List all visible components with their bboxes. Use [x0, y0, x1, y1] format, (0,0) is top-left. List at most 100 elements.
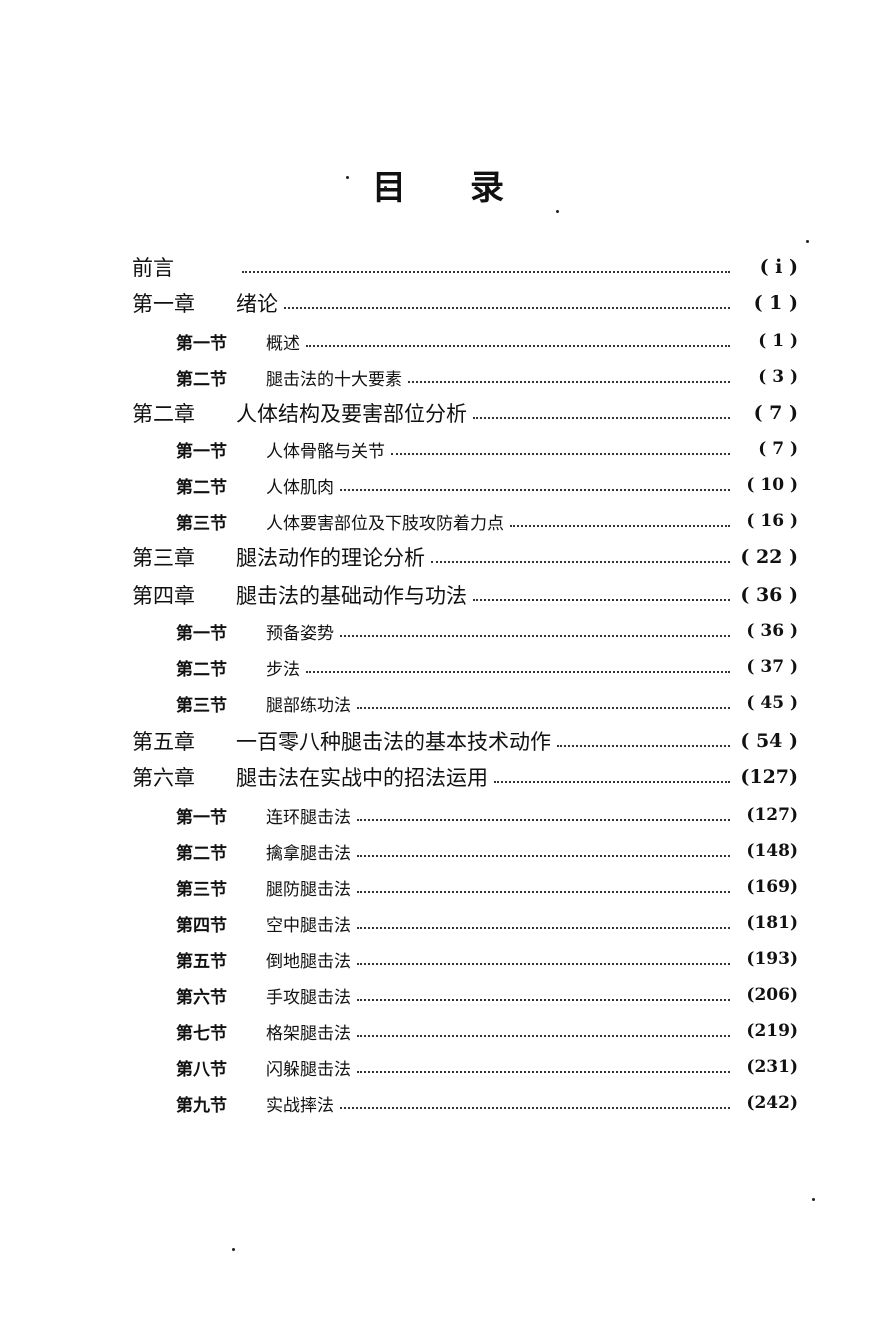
- toc-section-row[interactable]: 第一节预备姿势( 36 ): [176, 614, 798, 648]
- toc-entry-number: 第八节: [176, 1059, 227, 1080]
- dot-leader: [473, 417, 730, 419]
- toc-section-row[interactable]: 第七节格架腿击法(219): [176, 1014, 798, 1048]
- toc-section-row[interactable]: 第一节 连环腿击法 (127): [176, 798, 798, 832]
- toc-section-row[interactable]: 第二节步法( 37 ): [176, 650, 798, 684]
- toc-entry-number: 第一节: [176, 807, 227, 828]
- toc-section-row[interactable]: 第一节人体骨骼与关节( 7 ): [176, 432, 798, 466]
- toc-chapter-row[interactable]: 第三章腿法动作的理论分析( 22 ): [132, 540, 798, 574]
- toc-chapter-row[interactable]: 第一章绪论( 1 ): [132, 286, 798, 320]
- toc-page-number: ( 3 ): [758, 367, 798, 387]
- page-title: 目录: [0, 160, 880, 209]
- toc-entry-number: 前言: [132, 256, 174, 280]
- toc-page-number: (181): [746, 913, 798, 933]
- dot-leader: [306, 671, 730, 673]
- dot-leader: [357, 1071, 730, 1073]
- toc-entry-number: 第四节: [176, 915, 227, 936]
- toc-section-row[interactable]: 第六节 手攻腿击法 (206): [176, 978, 798, 1012]
- toc-entry-title: 人体骨骼与关节: [266, 441, 385, 462]
- toc-entry-number: 第二节: [176, 477, 227, 498]
- toc-entry-number: 第三节: [176, 879, 227, 900]
- toc-page-number: (148): [746, 841, 798, 861]
- toc-entry-title: 连环腿击法: [266, 807, 351, 828]
- toc-section-row[interactable]: 第二节擒拿腿击法(148): [176, 834, 798, 868]
- dot-leader: [357, 1035, 730, 1037]
- toc-entry-title: 手攻腿击法: [266, 987, 351, 1008]
- toc-entry-title: 绪论: [236, 292, 278, 316]
- dot-leader: [557, 745, 730, 747]
- dot-leader: [494, 781, 730, 783]
- scan-speck: [806, 240, 809, 243]
- toc-page-number: ( 7 ): [753, 402, 798, 424]
- toc-section-row[interactable]: 第五节倒地腿击法(193): [176, 942, 798, 976]
- dot-leader: [242, 271, 730, 273]
- toc-entry-title: 腿防腿击法: [266, 879, 351, 900]
- scan-speck: [556, 210, 559, 213]
- toc-page-number: (242): [746, 1093, 798, 1113]
- toc-entry-title: 一百零八种腿击法的基本技术动作: [236, 730, 551, 754]
- toc-chapter-row[interactable]: 第五章 一百零八种腿击法的基本技术动作 ( 54 ): [132, 724, 798, 758]
- toc-chapter-row[interactable]: 第六章 腿击法在实战中的招法运用 (127): [132, 760, 798, 794]
- toc-entry-number: 第六章: [132, 766, 195, 790]
- toc-page-number: (127): [746, 805, 798, 825]
- toc-section-row[interactable]: 第一节概述( 1 ): [176, 324, 798, 358]
- dot-leader: [510, 525, 730, 527]
- toc-section-row[interactable]: 第三节 腿防腿击法 (169): [176, 870, 798, 904]
- toc-page-number: ( 54 ): [740, 730, 798, 752]
- toc-entry-title: 概述: [266, 333, 300, 354]
- toc-page-number: ( 16 ): [746, 511, 798, 531]
- toc-page-number: (206): [746, 985, 798, 1005]
- toc-page-number: (127): [740, 766, 798, 788]
- toc-entry-title: 人体结构及要害部位分析: [236, 402, 467, 426]
- dot-leader: [357, 707, 730, 709]
- dot-leader: [306, 345, 730, 347]
- dot-leader: [340, 635, 730, 637]
- dot-leader: [357, 999, 730, 1001]
- toc-entry-title: 擒拿腿击法: [266, 843, 351, 864]
- toc-entry-title: 倒地腿击法: [266, 951, 351, 972]
- toc-entry-number: 第三节: [176, 513, 227, 534]
- toc-entry-title: 腿击法在实战中的招法运用: [236, 766, 488, 790]
- toc-entry-number: 第二节: [176, 369, 227, 390]
- toc-section-row[interactable]: 第二节腿击法的十大要素( 3 ): [176, 360, 798, 394]
- toc-entry-title: 实战摔法: [266, 1095, 334, 1116]
- title-char-1: 目: [372, 168, 410, 208]
- toc-chapter-row[interactable]: 第四章腿击法的基础动作与功法( 36 ): [132, 578, 798, 612]
- toc-page-number: ( 1 ): [758, 331, 798, 351]
- toc-page-number: ( 22 ): [740, 546, 798, 568]
- dot-leader: [340, 1107, 730, 1109]
- toc-section-row[interactable]: 第八节 闪躲腿击法 (231): [176, 1050, 798, 1084]
- toc-entry-title: 腿部练功法: [266, 695, 351, 716]
- toc-entry-title: 腿击法的基础动作与功法: [236, 584, 467, 608]
- toc-chapter-row[interactable]: 第二章人体结构及要害部位分析( 7 ): [132, 396, 798, 430]
- toc-entry-number: 第三节: [176, 695, 227, 716]
- toc-section-row[interactable]: 第二节人体肌肉( 10 ): [176, 468, 798, 502]
- toc-page-number: ( 7 ): [758, 439, 798, 459]
- toc-entry-number: 第一章: [132, 292, 195, 316]
- toc-entry-number: 第一节: [176, 623, 227, 644]
- toc-page-number: ( i ): [759, 256, 798, 278]
- toc-page-number: (193): [746, 949, 798, 969]
- toc-page-number: (219): [746, 1021, 798, 1041]
- toc-entry-title: 闪躲腿击法: [266, 1059, 351, 1080]
- toc-entry-number: 第五章: [132, 730, 195, 754]
- scan-speck: [346, 176, 349, 179]
- toc-section-row[interactable]: 第四节空中腿击法(181): [176, 906, 798, 940]
- toc-section-row[interactable]: 第三节 人体要害部位及下肢攻防着力点 ( 16 ): [176, 504, 798, 538]
- dot-leader: [473, 599, 730, 601]
- scan-speck: [232, 1248, 235, 1251]
- dot-leader: [357, 927, 730, 929]
- toc-page-number: (169): [746, 877, 798, 897]
- toc-entry-number: 第四章: [132, 584, 195, 608]
- toc-entry-title: 人体要害部位及下肢攻防着力点: [266, 513, 504, 534]
- toc-entry-number: 第六节: [176, 987, 227, 1008]
- toc-entry-title: 格架腿击法: [266, 1023, 351, 1044]
- dot-leader: [357, 963, 730, 965]
- toc-page-number: (231): [746, 1057, 798, 1077]
- toc-chapter-row[interactable]: 前言 ( i ): [132, 250, 798, 284]
- toc-entry-number: 第九节: [176, 1095, 227, 1116]
- toc-page-number: ( 10 ): [746, 475, 798, 495]
- toc-section-row[interactable]: 第三节腿部练功法( 45 ): [176, 686, 798, 720]
- toc-section-row[interactable]: 第九节 实战摔法 (242): [176, 1086, 798, 1120]
- dot-leader: [391, 453, 730, 455]
- toc-entry-title: 步法: [266, 659, 300, 680]
